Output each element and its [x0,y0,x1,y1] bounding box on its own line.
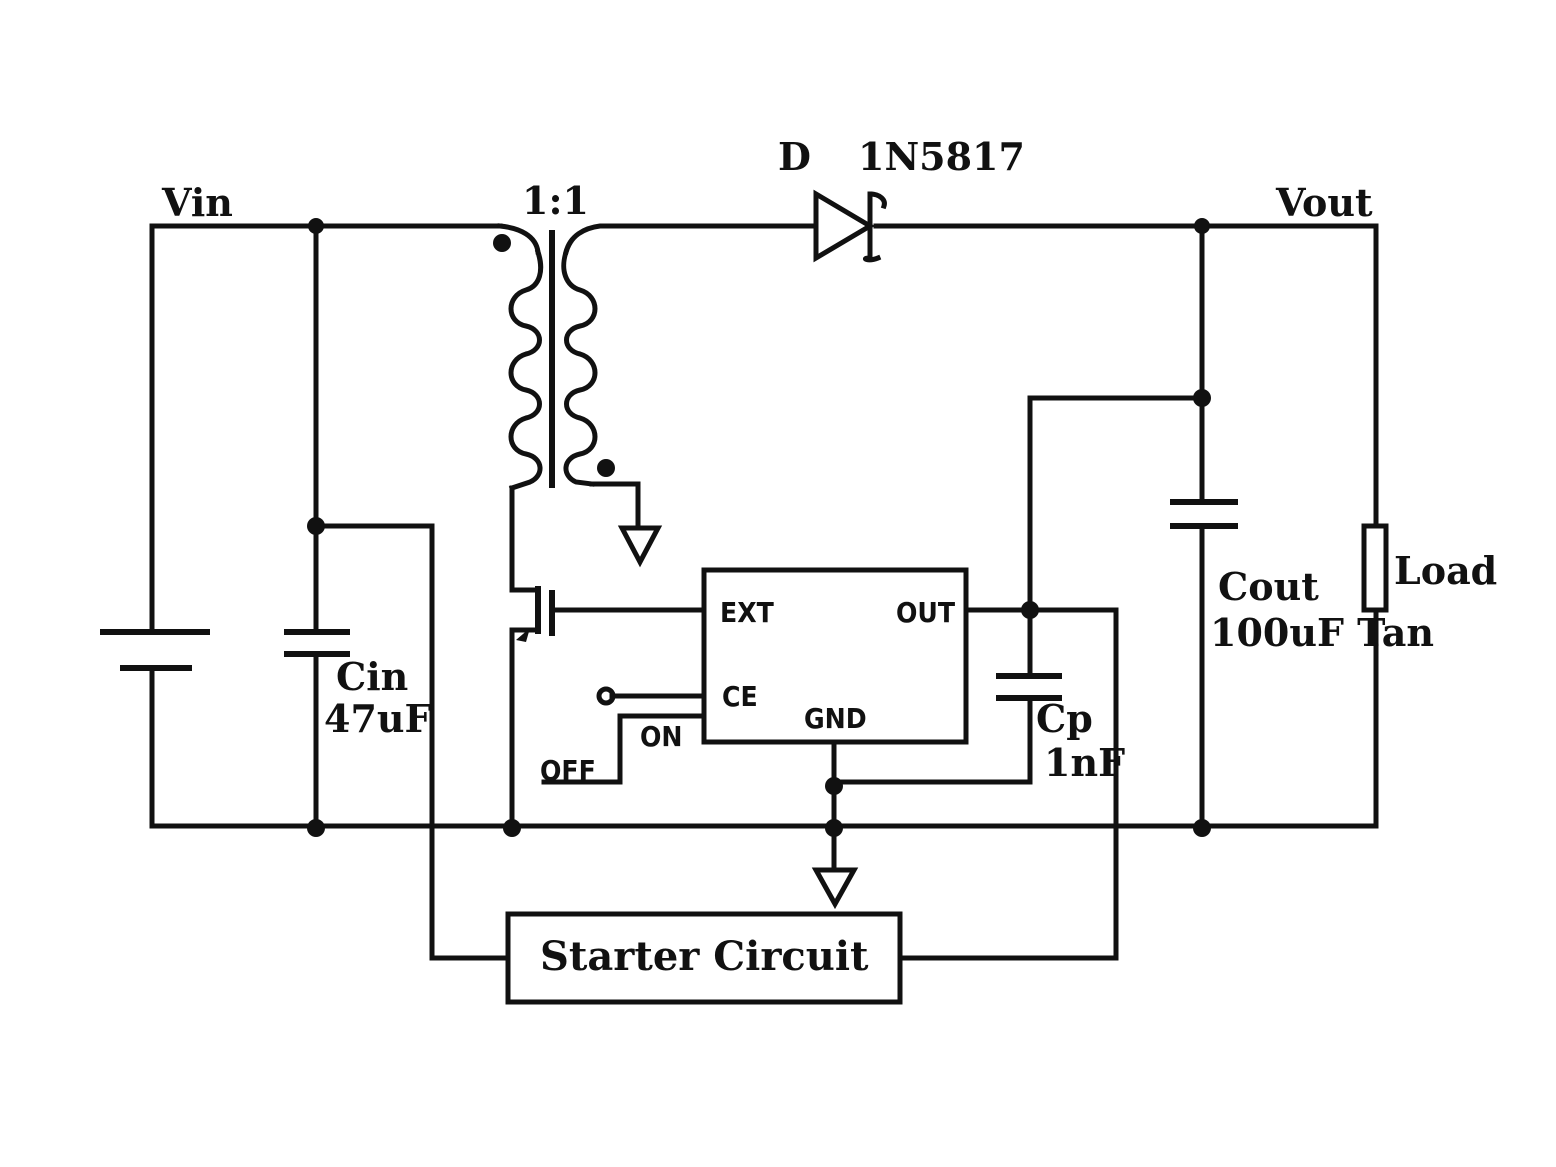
load-resistor [1361,523,1389,613]
ground-symbol-secondary [617,525,663,568]
labels: Vin 1:1 D 1N5817 Vout Cin 47uF Cout 100u… [161,134,1497,980]
label-cin-value: 47uF [324,696,432,741]
wire-out-pin [897,607,1119,961]
label-cin-name: Cin [336,654,408,699]
junction-dot [825,777,843,795]
wire-starter-in [313,523,511,961]
secondary-polarity-dot [597,459,615,477]
label-diode-name: D [778,134,811,179]
ce-switch-contact [596,686,616,706]
wire-feedback [1027,395,1205,679]
wire-cp-bottom [831,695,1033,785]
ic-body [701,567,969,745]
label-starter-circuit: Starter Circuit [540,933,869,980]
junction-dot [307,819,325,837]
ic-pin-ext: EXT [720,596,775,629]
junction-dot [503,819,521,837]
capacitor-cout [1170,499,1238,529]
capacitor-cin [284,629,350,657]
junction-dot [1193,819,1211,837]
label-cout-value: 100uF Tan [1210,610,1434,655]
transformer [493,230,615,492]
ic-pin-out: OUT [896,596,956,629]
mosfet [509,586,555,642]
secondary-winding [561,248,598,487]
label-vin: Vin [161,180,233,225]
label-cp-name: Cp [1036,696,1093,741]
diode-1n5817 [813,189,887,263]
starter-box [505,911,903,1005]
junction-dot [1193,389,1211,407]
ic-pin-gnd: GND [804,702,867,735]
wire-switch-off [541,713,623,785]
label-diode-part: 1N5817 [858,134,1025,179]
label-load: Load [1394,548,1497,593]
junction-dot [825,819,843,837]
battery-symbol [100,629,210,671]
label-cout-name: Cout [1218,564,1319,609]
primary-polarity-dot [493,234,511,252]
junction-dot [308,218,324,234]
junction-dots [307,218,1211,837]
label-transformer-ratio: 1:1 [522,178,589,223]
starter-circuit-block [505,911,903,1005]
label-switch-off: OFF [540,754,596,787]
label-cp-value: 1nF [1044,740,1125,785]
ic-pin-ce: CE [722,680,758,713]
wire-primary-top [497,223,541,255]
wires [149,223,1379,961]
junction-dot [1021,601,1039,619]
junction-dot [307,517,325,535]
capacitor-cp [996,673,1062,701]
controller-ic [701,567,969,745]
label-vout: Vout [1275,180,1373,225]
junction-dot [1194,218,1210,234]
wire-secondary-top [562,223,819,256]
wire-secondary-ground [589,481,641,531]
ground-symbol-main [811,867,859,910]
primary-winding [508,248,544,492]
label-switch-on: ON [640,720,683,753]
